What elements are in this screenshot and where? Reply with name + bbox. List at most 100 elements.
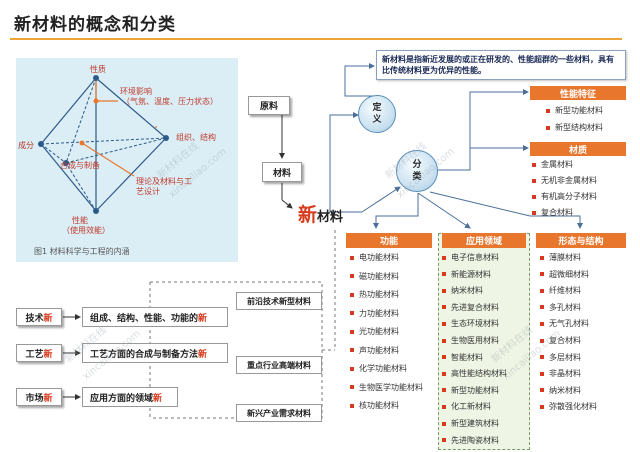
arrow-to-function [373,193,419,229]
definition-circle: 定 义 [358,95,396,133]
label-environment: 环境影响 [120,87,152,96]
bullet-icon [350,348,354,352]
new-character: 新 [298,204,318,226]
application-label: 新型功能材料 [451,385,499,395]
function-label: 声功能材料 [359,345,399,355]
form-label: 多层材料 [549,352,581,362]
arrow-to-definition [329,112,362,213]
application-label: 电子信息材料 [451,253,499,262]
function-item: 磁功能材料 [350,271,399,282]
label-theory-design: 艺设计 [136,187,160,196]
application-item: 新型功能材料 [442,385,499,396]
label-synthesis: 合成与制备 [60,161,100,170]
form-label: 纤维材料 [549,286,581,296]
function-label: 磁功能材料 [359,271,399,281]
outcome-emerging: 新兴产业需求材料 [236,404,322,422]
application-label: 生态环境材料 [451,319,499,329]
materials-box: 材料 [262,162,302,182]
form-label: 薄膜材料 [549,253,581,262]
tech-new-description: 组成、结构、性能、功能的新 [82,307,228,327]
function-item: 化学功能材料 [350,363,407,374]
materials-item: 无机非金属材料 [532,175,597,186]
form-item: 多层材料 [540,352,581,363]
bullet-icon [442,404,446,409]
application-label: 先进陶瓷材料 [451,435,499,445]
function-item: 光功能材料 [350,326,399,337]
bullet-icon [350,255,354,260]
application-item: 新型建筑材料 [442,418,499,429]
form-item: 超微细材料 [540,269,589,280]
market-new-box: 市场新 [16,388,62,406]
performance-item: 新型结构材料 [546,122,603,133]
application-column-background [438,233,530,450]
tech-new-box: 技术新 [16,308,62,326]
application-label: 化工新材料 [451,402,491,412]
form-label: 复合材料 [549,336,581,345]
bullet-icon [442,388,446,393]
bullet-icon [540,272,544,277]
performance-header: 性能特征 [530,86,626,100]
form-item: 弥散强化材料 [540,401,597,412]
function-item: 热功能材料 [350,289,399,300]
bullet-icon [546,125,550,130]
bullet-icon [540,371,544,376]
function-item: 生物医学功能材料 [350,382,423,393]
title-underline [10,38,622,40]
bullet-icon [540,355,544,360]
bullet-icon [442,305,446,310]
bullet-icon [350,311,354,315]
application-item: 生态环境材料 [442,318,499,329]
market-new-description: 应用方面的领域新 [82,387,178,407]
function-item: 力功能材料 [350,308,399,319]
form-item: 复合材料 [540,335,581,346]
performance-label: 新型结构材料 [555,123,603,132]
bullet-icon [540,338,544,343]
classification-circle: 分 类 [396,150,438,192]
application-item: 先进陶瓷材料 [442,435,499,446]
function-label: 生物医学功能材料 [359,382,423,392]
page-title: 新材料的概念和分类 [14,15,176,35]
performance-item: 新型功能材料 [546,105,603,116]
bullet-icon [540,388,544,393]
application-item: 纳米材料 [442,285,483,296]
application-item: 先进复合材料 [442,302,499,313]
bullet-icon [532,194,536,199]
form-label: 超微细材料 [549,269,589,279]
bullet-icon [442,338,446,343]
outcome-key-industry: 重点行业高端材料 [236,356,322,374]
process-new-box: 工艺新 [16,344,62,362]
function-header: 功能 [346,233,432,248]
bullet-icon [540,305,544,310]
bullet-icon [442,355,446,360]
arrow-material-to-new [281,199,293,209]
bullet-icon [350,366,354,371]
arrow-to-classification [361,186,401,213]
function-label: 化学功能材料 [359,364,407,373]
label-structure: 组织、结构 [176,133,216,142]
label-theory: 理论及材料与工 [136,177,192,186]
arrow-to-application [417,192,471,229]
definition-text: 新材料是指新近发展的或正在研发的、性能超群的一些材料，具有比传统材料更为优异的性… [376,50,626,80]
form-label: 多孔材料 [549,302,581,312]
materials-label: 有机高分子材料 [541,192,597,201]
label-environment-detail: （气氛、温度、压力状态） [122,97,218,106]
materials-label: 无机非金属材料 [541,176,597,185]
bullet-icon [442,421,446,426]
application-label: 生物医用材料 [451,336,499,345]
form-label: 弥散强化材料 [549,402,597,412]
label-performance: 性能 [72,216,88,225]
materials-item: 金属材料 [532,159,573,170]
label-efficiency: （使用效能） [62,226,110,235]
application-label: 新能源材料 [451,269,491,279]
performance-label: 新型功能材料 [555,106,603,115]
form-item: 纤维材料 [540,285,581,296]
bullet-icon [540,255,544,260]
form-label: 无气孔材料 [549,319,589,329]
bullet-icon [350,274,354,278]
application-label: 新型建筑材料 [451,419,499,428]
function-label: 电功能材料 [359,253,399,262]
application-item: 高性能结构材料 [442,368,507,379]
function-item: 电功能材料 [350,252,399,263]
application-label: 高性能结构材料 [451,369,507,379]
outcome-frontier: 前沿技术新型材料 [236,292,322,310]
